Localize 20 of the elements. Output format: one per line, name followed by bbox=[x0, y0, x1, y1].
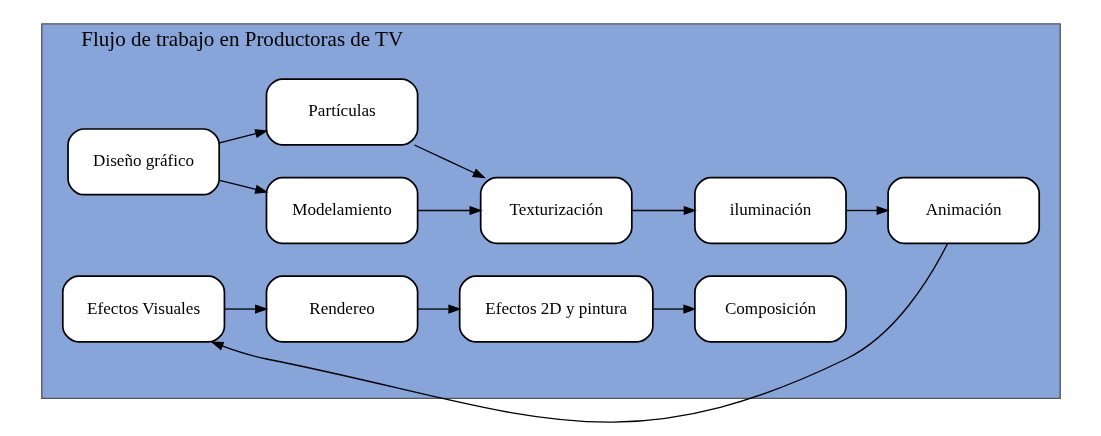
arrow bbox=[218, 179, 268, 194]
node-box: Modelamiento bbox=[265, 176, 418, 245]
node-box: Rendereo bbox=[265, 275, 418, 343]
arrow bbox=[416, 205, 483, 216]
arrow bbox=[652, 304, 696, 314]
node-box: Animación bbox=[886, 176, 1040, 245]
node-box: Efectos Visuales bbox=[61, 275, 225, 343]
arrow bbox=[223, 304, 268, 314]
arrow bbox=[416, 304, 461, 314]
node-box: Diseño gráfico bbox=[66, 128, 220, 196]
arrow bbox=[413, 144, 486, 179]
node-box: iluminación bbox=[693, 176, 847, 245]
arrow bbox=[631, 205, 697, 216]
arrow bbox=[218, 129, 268, 144]
node-box: Efectos 2D y pintura bbox=[458, 275, 654, 343]
arrow bbox=[845, 205, 890, 216]
node-box: Texturización bbox=[479, 176, 633, 245]
arrow bbox=[209, 243, 948, 423]
node-box: Composición bbox=[693, 275, 847, 343]
node-box: Partículas bbox=[265, 78, 418, 146]
